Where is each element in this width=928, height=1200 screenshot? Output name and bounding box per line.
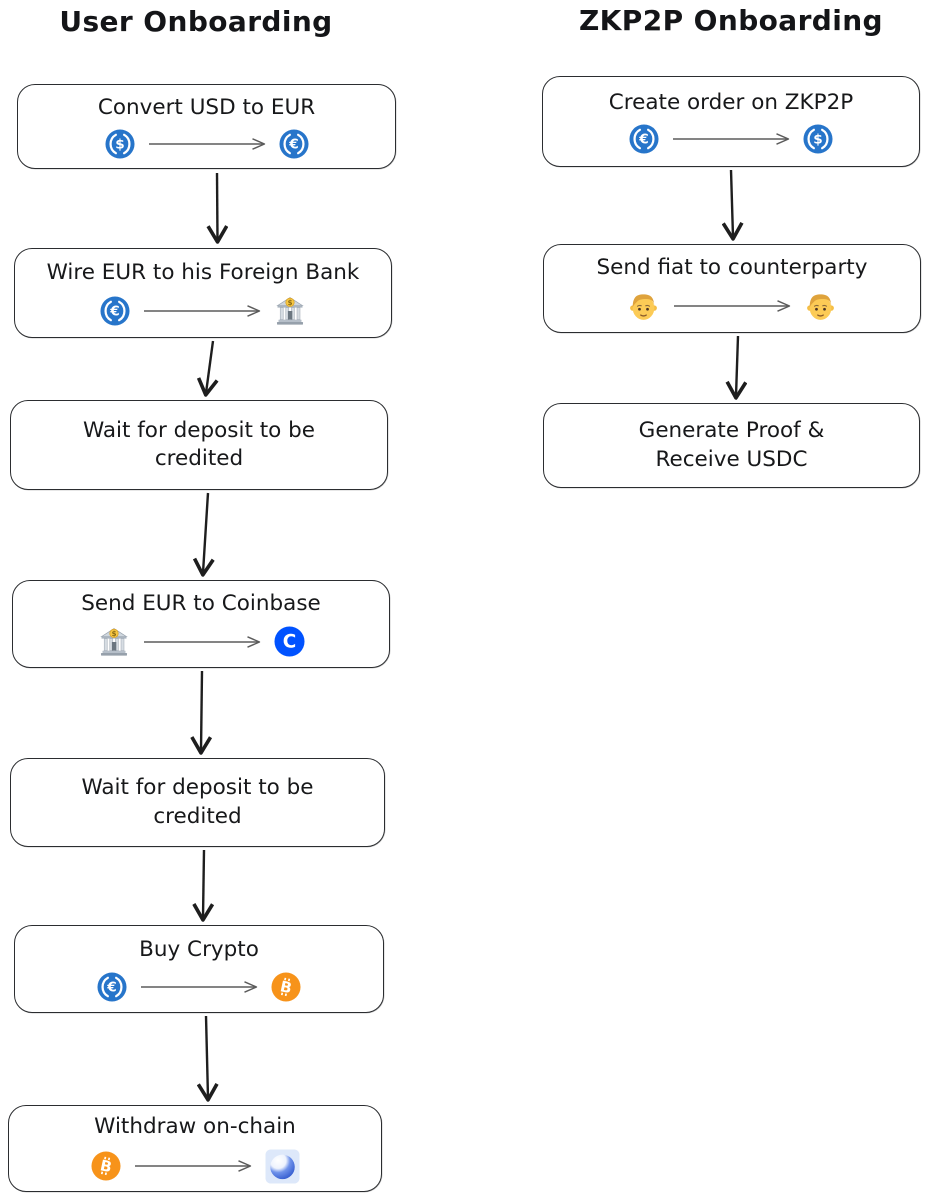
flow-arrow-icon [133,1160,251,1173]
bank-building-icon [100,627,127,656]
node-label: Wire EUR to his Foreign Bank [46,260,360,286]
icon-row [100,295,306,327]
node-label: Generate Proof & Receive USDC [638,418,825,472]
bank-building-icon [276,296,304,325]
flow-arrow-icon [143,304,261,317]
node-label: Create order on ZKP2P [608,89,854,115]
man-person-icon [806,293,835,321]
icon-row [627,290,837,323]
man-person-icon [629,293,658,321]
node-label: Send fiat to counterparty [596,255,868,281]
node-wire-eur-foreign-bank: Wire EUR to his Foreign Bank [14,248,392,338]
node-wait-deposit-credited-2: Wait for deposit to be credited [10,758,385,847]
flow-arrow-icon [147,138,265,151]
flow-arrow-icon [140,980,258,993]
node-buy-crypto: Buy Crypto [14,925,384,1013]
node-label: Withdraw on-chain [94,1114,296,1140]
coinbase-logo-icon [273,626,305,657]
eurc-coin-icon [629,124,659,155]
usdc-coin-icon [104,129,135,160]
eurc-coin-icon [100,295,130,326]
flow-arrow-icon [673,300,791,313]
node-create-order-zkp2p: Create order on ZKP2P [542,76,920,167]
eurc-coin-icon [278,129,309,160]
node-label: Convert USD to EUR [97,94,316,120]
node-label: Wait for deposit to be credited [82,417,316,471]
icon-row [90,1149,300,1184]
node-send-fiat-to-counterparty: Send fiat to counterparty [543,244,921,333]
flow-arrow-icon [142,635,260,648]
onchain-sphere-icon [264,1149,300,1184]
column-title-zkp2p-onboarding: ZKP2P Onboarding [578,4,883,37]
node-label: Buy Crypto [139,937,259,963]
usdc-coin-icon [803,124,833,155]
bitcoin-coin-icon [271,971,301,1002]
node-generate-proof-receive-usdc: Generate Proof & Receive USDC [543,403,920,488]
node-label: Send EUR to Coinbase [81,591,321,617]
column-title-user-onboarding: User Onboarding [59,5,333,38]
flow-arrow-icon [672,133,790,146]
node-label: Wait for deposit to be credited [81,775,314,829]
bitcoin-coin-icon [90,1151,121,1182]
icon-row [98,626,305,658]
node-withdraw-on-chain: Withdraw on-chain [8,1105,382,1192]
node-send-eur-to-coinbase: Send EUR to Coinbase [12,580,390,668]
eurc-coin-icon [97,971,127,1002]
icon-row [104,129,309,160]
icon-row [629,124,833,155]
node-wait-deposit-credited-1: Wait for deposit to be credited [10,400,388,490]
node-convert-usd-to-eur: Convert USD to EUR [17,84,396,169]
icon-row [97,971,301,1002]
